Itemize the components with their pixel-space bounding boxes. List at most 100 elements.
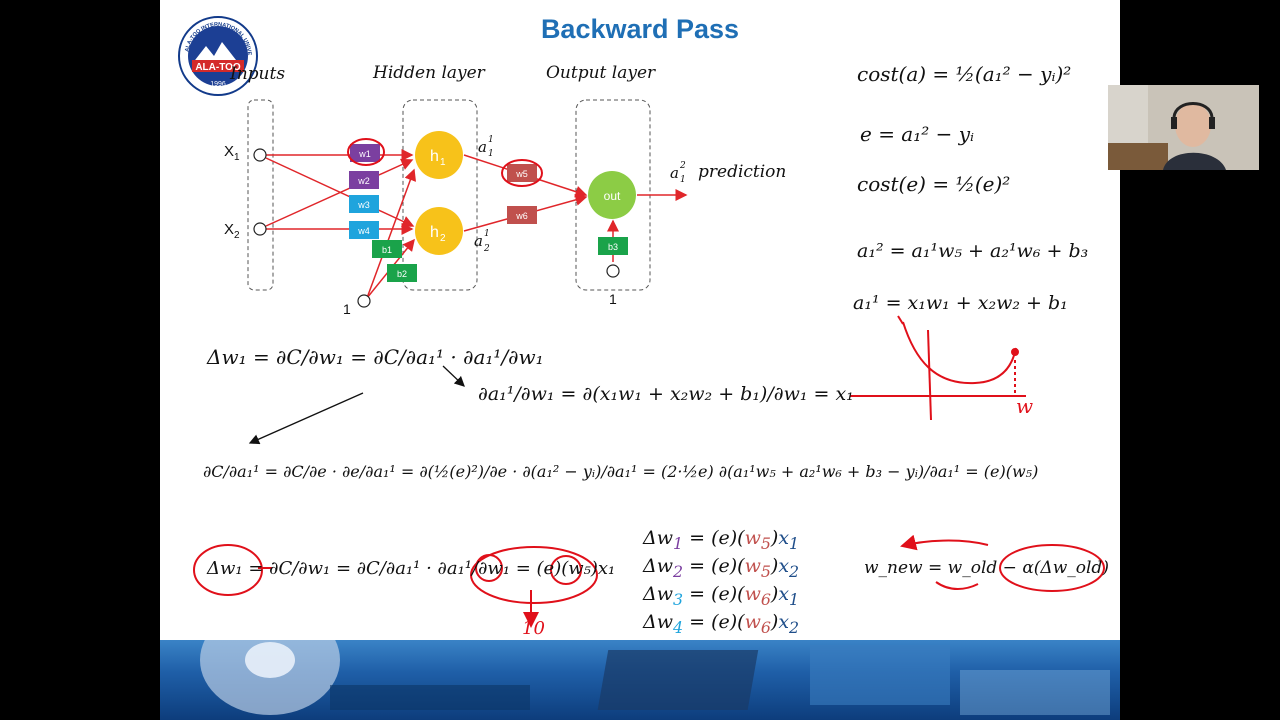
output-layer-label: Output layer [546, 63, 656, 83]
delta-w-3: Δw [643, 583, 673, 605]
eq-a12: a₁² = a₁¹w₅ + a₂¹w₆ + b₃ [857, 240, 1089, 262]
bias-box-b1 [372, 240, 402, 258]
delta-row-1: Δw1 = (e)(w5)x1 [643, 527, 799, 553]
delta-wk-1: w [744, 527, 761, 549]
delta-rhs2-3: ) [770, 583, 779, 605]
slide-title: Backward Pass [540, 14, 740, 44]
delta-row-4: Δw4 = (e)(w6)x2 [643, 611, 799, 637]
weight-box-w2 [349, 171, 379, 189]
pen-circle-w5 [501, 159, 543, 187]
h1-sub: 1 [440, 157, 446, 168]
weight-box-w5 [507, 164, 537, 182]
delta-x-1: x [778, 527, 790, 549]
a21-sup: 1 [484, 229, 490, 239]
delta-x-4: x [778, 611, 790, 633]
eq-update-rule: w_new = w_old − α(Δw_old) [864, 558, 1109, 578]
weight-label-w2: w2 [357, 176, 370, 186]
footer-decoration [200, 640, 1110, 715]
pen-circle-dw1 [193, 544, 263, 596]
bias-node-hidden [357, 294, 371, 308]
edge-x2-h1 [265, 158, 414, 227]
delta-wk-4: w [744, 611, 761, 633]
delta-xidx-3: 1 [789, 589, 800, 609]
h2-sub: 2 [440, 233, 446, 244]
delta-rhs2-4: ) [770, 611, 779, 633]
pen-loss-curve [902, 321, 1017, 385]
a11-label: a [478, 138, 487, 156]
pen-circle-alpha [999, 544, 1105, 592]
a21-sub: 2 [483, 244, 490, 254]
eq-e-def: e = a₁² − yᵢ [860, 122, 975, 146]
weight-box-w1 [350, 144, 380, 162]
logo-text: ALA-TOO [195, 62, 241, 73]
h2-label: h [430, 224, 439, 241]
bias-label-b2: b2 [397, 269, 407, 279]
output-node [588, 171, 636, 219]
slide [160, 0, 1120, 720]
bias-box-b3 [598, 237, 628, 255]
webcam-feed [1108, 85, 1259, 170]
weight-box-w6 [507, 206, 537, 224]
input-layer-box [247, 99, 274, 291]
pen-point [1011, 348, 1019, 356]
prediction-sub: 1 [680, 175, 686, 185]
hidden-layer-box [402, 99, 478, 291]
delta-rhs1-2: = (e)( [689, 555, 745, 577]
x1-sub: 1 [234, 152, 240, 163]
delta-rhs2-2: ) [770, 555, 779, 577]
weight-box-w3 [349, 195, 379, 213]
delta-w-4: Δw [643, 611, 673, 633]
delta-wk-3: w [744, 583, 761, 605]
delta-rhs1-1: = (e)( [689, 527, 745, 549]
bias-one-left: 1 [343, 301, 351, 317]
weight-box-w4 [349, 221, 379, 239]
eq-a11: a₁¹ = x₁w₁ + x₂w₂ + b₁ [853, 292, 1068, 314]
bias-node-output [606, 264, 620, 278]
x2-sub: 2 [234, 230, 240, 241]
slide-footer-banner [160, 640, 1120, 720]
hidden-node-h1 [415, 131, 463, 179]
x2-label: X [224, 221, 234, 238]
bias-box-b2 [387, 264, 417, 282]
delta-idx-3: 3 [672, 589, 684, 609]
eq-dw1-final: Δw₁ = ∂C/∂w₁ = ∂C/∂a₁¹ · ∂a₁¹/∂w₁ = (e)(… [207, 558, 616, 579]
delta-row-2: Δw2 = (e)(w5)x2 [643, 555, 799, 581]
delta-xidx-1: 1 [789, 533, 800, 553]
pen-curve-tail [897, 315, 904, 325]
delta-x-2: x [778, 555, 790, 577]
weight-label-w4: w4 [357, 226, 370, 236]
weight-label-w3: w3 [357, 200, 370, 210]
eq-da-dw: ∂a₁¹/∂w₁ = ∂(x₁w₁ + x₂w₂ + b₁)/∂w₁ = x₁ [478, 383, 854, 405]
bias-label-b1: b1 [382, 245, 392, 255]
delta-xidx-4: 2 [789, 617, 800, 637]
bias-one-right: 1 [609, 291, 617, 307]
inputs-label: Inputs [229, 64, 285, 84]
prediction-a: a [670, 164, 679, 182]
delta-wkidx-3: 6 [760, 589, 771, 609]
out-label: out [604, 189, 621, 203]
delta-rhs1-3: = (e)( [689, 583, 745, 605]
input-node-x1 [253, 148, 267, 162]
eq-cost-a: cost(a) = ½(a₁² − yᵢ)² [857, 62, 1072, 86]
university-logo: ALA-TOO 1996 ALA-TOO INTERNATIONAL UNIVE… [178, 16, 258, 96]
eq-dc-da: ∂C/∂a₁¹ = ∂C/∂e · ∂e/∂a₁¹ = ∂(½(e)²)/∂e … [203, 462, 1039, 481]
pen-circle-result [470, 546, 598, 604]
pen-underline-wold [935, 581, 979, 590]
weight-label-w6: w6 [515, 211, 528, 221]
delta-wkidx-2: 5 [760, 561, 771, 581]
hidden-node-h2 [415, 207, 463, 255]
prediction-sup: 2 [679, 161, 686, 171]
pen-circle-x1 [550, 555, 582, 585]
a11-sup: 1 [488, 135, 494, 145]
chain-arrow-right [442, 365, 465, 387]
delta-wkidx-4: 6 [760, 617, 771, 637]
a21-label: a [474, 232, 483, 250]
edge-b1-h1 [366, 168, 417, 299]
delta-x-3: x [778, 583, 790, 605]
x1-label: X [224, 143, 234, 160]
presenter-video [1108, 85, 1259, 170]
delta-w-1: Δw [643, 527, 673, 549]
delta-idx-4: 4 [672, 617, 684, 637]
pen-circle-w1 [347, 138, 385, 166]
